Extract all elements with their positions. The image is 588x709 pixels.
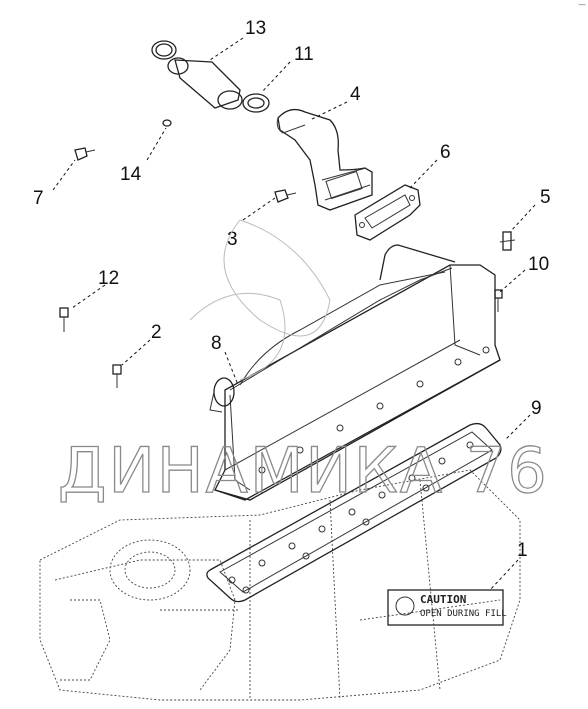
callout-9: 9 [531,398,542,419]
caution-tag: CAUTION OPEN DURING FILL [387,589,507,626]
engine-block [39,469,521,701]
corner-mark: — [578,0,586,9]
callout-11: 11 [294,44,314,65]
screw-7 [74,147,96,161]
callout-4: 4 [350,84,361,105]
callout-numbers: 13 11 4 14 7 6 5 3 12 10 2 8 9 1 [33,18,551,561]
screw-3 [274,189,297,203]
breather-elbow [276,108,373,211]
hose-clamp-lower [242,93,270,113]
callout-8: 8 [211,333,222,354]
callout-10: 10 [528,254,549,275]
washer-14 [162,119,172,127]
callout-5: 5 [540,187,551,208]
watermark-text: ДИНАМИКА 76 [58,434,549,507]
callout-6: 6 [440,142,451,163]
bolt-10 [494,289,503,312]
caution-line1: OPEN DURING FILL [420,609,507,619]
caution-title: CAUTION [420,593,466,606]
breather-hose [167,57,243,110]
callout-13: 13 [245,18,266,39]
callout-12: 12 [98,268,119,289]
callout-1: 1 [517,540,528,561]
valve-cover-gasket [206,422,502,603]
bolt-12 [59,307,69,332]
callout-14: 14 [120,164,142,185]
outlet-gasket [354,184,421,241]
callout-3: 3 [227,229,238,250]
callout-2: 2 [151,322,162,343]
bolt-2 [112,364,122,388]
fitting-5 [499,231,516,251]
callout-7: 7 [33,188,44,209]
hose-clamp-upper [151,40,177,60]
valve-cover-housing [209,244,501,501]
leader-lines [52,37,536,591]
